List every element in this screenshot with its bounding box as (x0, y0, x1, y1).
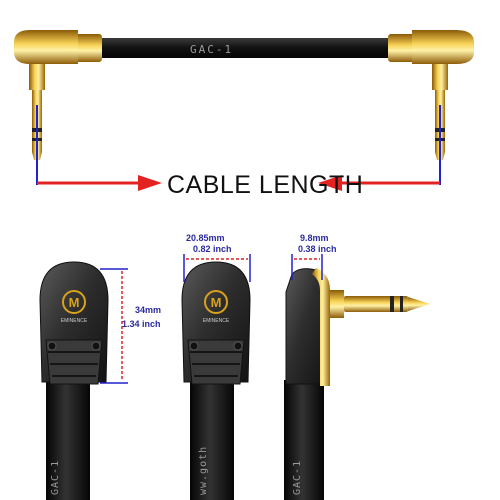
left-plug-head (14, 30, 78, 64)
plug-3-gold-edge (312, 268, 330, 386)
plug-2-cable (190, 380, 234, 500)
left-plug-sleeve (29, 64, 45, 90)
right-plug-head (412, 30, 474, 64)
plug-1-screw-right (91, 341, 101, 351)
plug-front-view-2: ww.goth M EMINENCE (181, 254, 251, 500)
plug-1-cable (46, 380, 90, 500)
plug-2-cable-print: ww.goth (198, 446, 209, 495)
plug-3-cable-print: GAC-1 (292, 460, 303, 495)
plug-1-cable-print: GAC-1 (50, 460, 61, 495)
plug-3-tip (408, 297, 430, 311)
left-plug-collar (72, 34, 102, 62)
plug-3-cable (284, 380, 324, 500)
plug-side-view: GAC-1 (284, 254, 430, 500)
plug-3-ring-2 (400, 296, 403, 312)
plug-2-screw-right (233, 341, 243, 351)
plug-3-body (285, 268, 327, 385)
right-plug-sleeve (432, 64, 448, 90)
plug-1-brand-text: EMINENCE (61, 318, 88, 324)
plug-2-brand-text: EMINENCE (203, 318, 230, 324)
plug-3-shaft (344, 296, 408, 312)
plug-front-view-1: GAC-1 M EMINENCE (39, 261, 128, 500)
left-plug (14, 30, 102, 160)
right-length-arrow (318, 175, 440, 191)
cable-length-label: CABLE LENGTH (167, 171, 364, 199)
plug-1-logo-ring (62, 290, 86, 314)
right-plug-collar (388, 34, 418, 62)
plug-3-ring (390, 296, 394, 312)
plug-2-logo-letter: M (211, 295, 222, 310)
plug-2-logo-ring (204, 290, 228, 314)
plug-width-mm-label: 20.85mm (186, 233, 225, 243)
plug-depth-inch-label: 0.38 inch (298, 244, 337, 254)
plug-height-inch-label: 1.34 inch (122, 319, 161, 329)
plug-1-screw-left (47, 341, 57, 351)
plug-width-inch-label: 0.82 inch (193, 244, 232, 254)
patch-cable-top-view: GAC-1 (14, 30, 474, 191)
plug-height-mm-label: 34mm (135, 305, 162, 315)
cable-segment (95, 38, 395, 58)
plug-2-screw-left (189, 341, 199, 351)
plug-depth-mm-label: 9.8mm (300, 233, 329, 243)
plug-1-logo-letter: M (69, 295, 80, 310)
left-length-arrow (37, 175, 162, 191)
cable-print-top: GAC-1 (190, 43, 233, 56)
plug-3-collar (330, 290, 344, 318)
right-plug (388, 30, 474, 160)
